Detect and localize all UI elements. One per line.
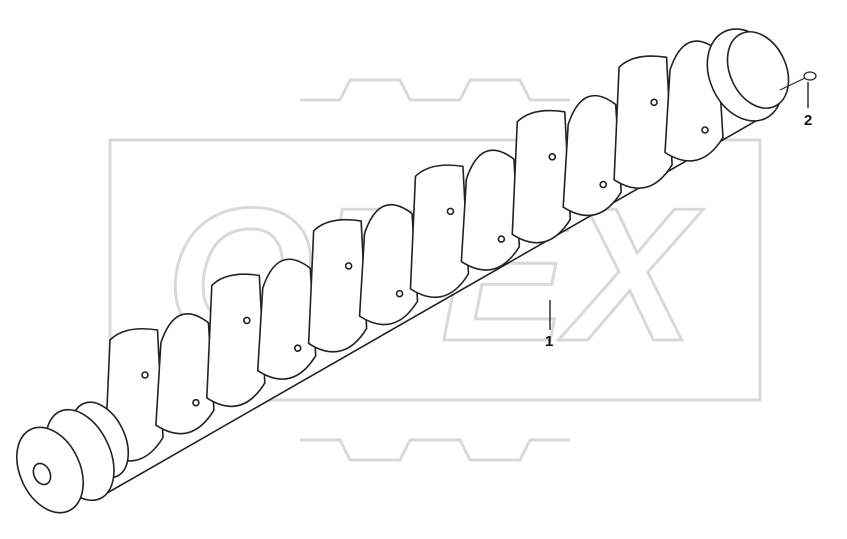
oil-hole — [395, 289, 404, 298]
crank-web — [511, 109, 572, 244]
crank-web — [307, 218, 368, 353]
crank-web — [256, 258, 317, 380]
oil-hole — [548, 153, 557, 161]
oil-hole — [701, 126, 709, 134]
crank-web — [358, 203, 419, 326]
callout-2: 2 — [804, 112, 813, 129]
oil-hole — [243, 316, 251, 325]
oil-hole — [650, 98, 658, 107]
oil-hole — [141, 371, 149, 379]
crank-web — [562, 94, 622, 217]
oil-hole — [344, 262, 353, 270]
oil-hole — [293, 344, 302, 352]
crank-web — [409, 164, 470, 298]
crank-web — [206, 273, 266, 408]
oil-hole — [446, 207, 455, 216]
oil-hole — [192, 398, 200, 407]
crank-web — [613, 55, 673, 189]
pin-part — [803, 71, 817, 81]
oil-hole — [497, 235, 506, 243]
oil-hole — [599, 180, 607, 189]
crank-web — [155, 313, 215, 435]
crankshaft — [16, 28, 790, 514]
callout-1: 1 — [545, 333, 554, 350]
crank-web — [460, 149, 521, 271]
